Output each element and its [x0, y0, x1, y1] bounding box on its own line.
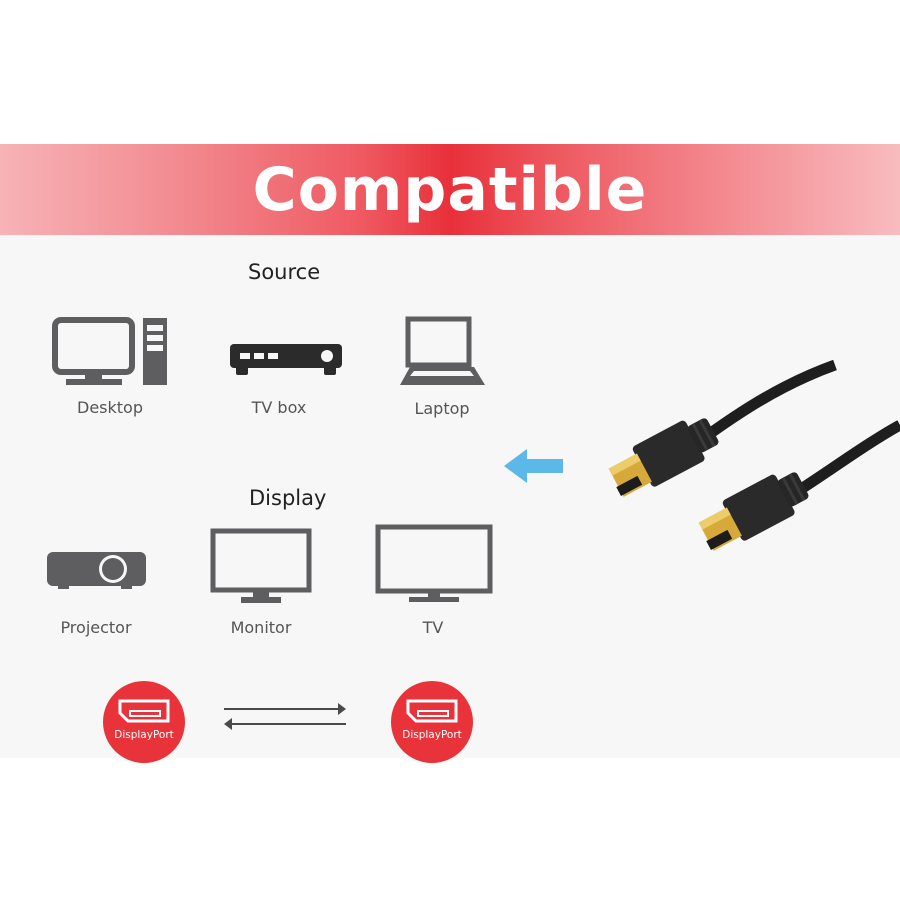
- displayport-label-left: DisplayPort: [114, 729, 174, 741]
- projector-icon: [47, 552, 146, 589]
- displayport-cable-image: [608, 360, 900, 551]
- laptop-icon: [400, 316, 485, 385]
- displayport-badge-left: DisplayPort: [103, 681, 185, 763]
- display-heading: Display: [249, 486, 327, 510]
- compatible-banner: Compatible: [0, 144, 900, 235]
- monitor-label: Monitor: [230, 618, 292, 637]
- displayport-label-right: DisplayPort: [402, 729, 462, 741]
- bidirectional-arrows-icon: [224, 703, 346, 730]
- source-heading: Source: [248, 260, 321, 284]
- tv-box-label: TV box: [251, 398, 307, 417]
- displayport-port-icon: [118, 699, 170, 723]
- displayport-port-icon: [406, 699, 458, 723]
- projector-label: Projector: [60, 618, 132, 637]
- desktop-icon: [52, 317, 167, 385]
- monitor-icon: [210, 528, 312, 603]
- blue-left-arrow-icon: [504, 449, 563, 483]
- tv-box-icon: [230, 344, 342, 375]
- desktop-label: Desktop: [77, 398, 143, 417]
- tv-icon: [375, 524, 493, 602]
- banner-title: Compatible: [252, 154, 648, 225]
- laptop-label: Laptop: [414, 399, 470, 418]
- displayport-badge-right: DisplayPort: [391, 681, 473, 763]
- tv-label: TV: [422, 618, 444, 637]
